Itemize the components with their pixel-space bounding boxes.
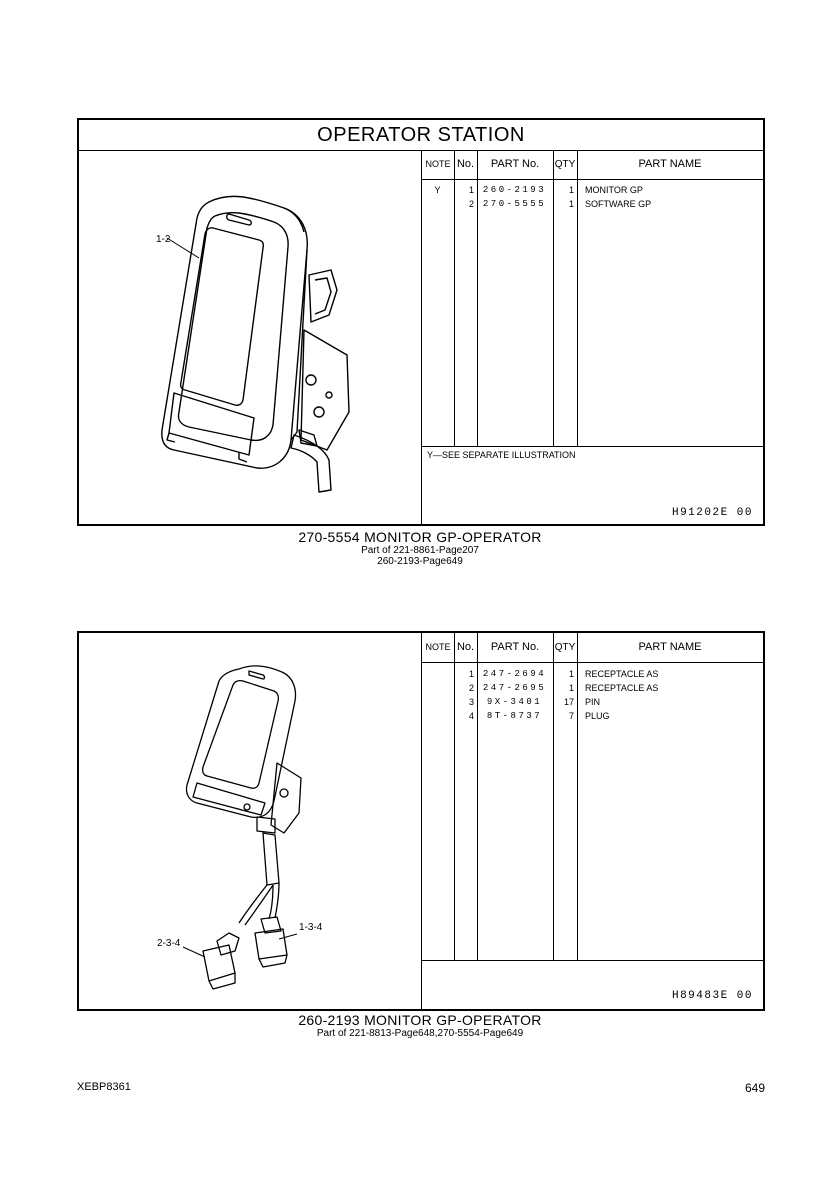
table-row: Y 1 260-2193 1 MONITOR GP — [434, 185, 643, 195]
header-part-no: PART No. — [490, 641, 540, 653]
table-row: 2 247-2695 1 RECEPTACLE AS — [468, 683, 659, 693]
parts-panel-monitor-gp-operator-2: 1-3-4 2-3-4 NOTE No. PART No. QTY PART N… — [77, 631, 765, 1011]
caption-title: 270-5554 MONITOR GP-OPERATOR — [298, 529, 542, 545]
table-row: 3 9X-3401 17 PIN — [468, 697, 601, 707]
header-no: No. — [456, 641, 475, 653]
header-qty: QTY — [554, 159, 576, 170]
table-row: 1 247-2694 1 RECEPTACLE AS — [468, 669, 659, 679]
caption-sub: Part of 221-8813-Page648,270-5554-Page64… — [316, 1028, 524, 1039]
parts-panel-monitor-gp-operator: OPERATOR STATION — [77, 118, 765, 526]
callout-2-3-4: 2-3-4 — [157, 938, 181, 949]
header-part-name: PART NAME — [638, 158, 702, 170]
parts-table-2: NOTE No. PART No. QTY PART NAME 1 247-26… — [422, 633, 763, 1009]
header-note: NOTE — [425, 642, 451, 652]
monitor-illustration-icon: 1-2 — [156, 195, 350, 493]
callout-1-3-4: 1-3-4 — [299, 922, 323, 933]
page-number: 649 — [744, 1081, 765, 1095]
caption-sub: Part of 221-8861-Page207 — [361, 545, 479, 556]
header-no: No. — [456, 158, 475, 170]
table-row: 4 8T-8737 7 PLUG — [468, 711, 610, 721]
callout-1-2: 1-2 — [156, 234, 171, 245]
caption-title: 260-2193 MONITOR GP-OPERATOR — [298, 1012, 542, 1028]
caption-sub: 260-2193-Page649 — [377, 556, 463, 567]
parts-table-1: NOTE No. PART No. QTY PART NAME Y 1 260-… — [422, 150, 763, 524]
footnote: Y—SEE SEPARATE ILLUSTRATION — [427, 450, 576, 460]
illustration-ref: H91202E 00 — [671, 507, 753, 519]
table-row: 2 270-5555 1 SOFTWARE GP — [468, 199, 652, 209]
caption-group-2: 260-2193 MONITOR GP-OPERATOR Part of 221… — [0, 1012, 840, 1039]
caption-group-1: 270-5554 MONITOR GP-OPERATOR Part of 221… — [0, 529, 840, 567]
header-note: NOTE — [425, 159, 451, 169]
document-id: XEBP8361 — [77, 1081, 131, 1093]
illustration-monitor: 1-2 — [79, 150, 422, 524]
table-header: NOTE No. PART No. QTY PART NAME — [422, 633, 763, 663]
monitor-harness-illustration-icon: 1-3-4 2-3-4 — [157, 665, 323, 990]
illustration-monitor-harness: 1-3-4 2-3-4 — [79, 633, 422, 1009]
section-title: OPERATOR STATION — [79, 120, 763, 151]
table-header: NOTE No. PART No. QTY PART NAME — [422, 150, 763, 180]
header-part-no: PART No. — [490, 158, 540, 170]
header-part-name: PART NAME — [638, 641, 702, 653]
header-qty: QTY — [554, 642, 576, 653]
illustration-ref: H89483E 00 — [671, 990, 753, 1002]
